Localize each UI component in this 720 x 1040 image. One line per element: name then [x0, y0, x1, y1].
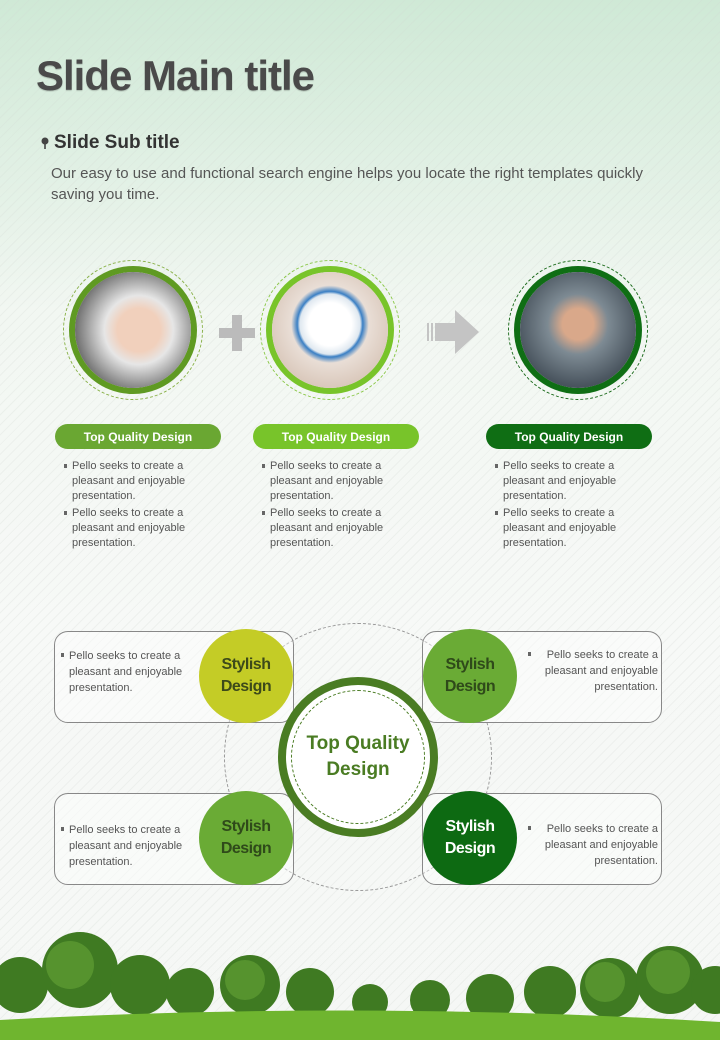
plus-icon — [219, 315, 255, 351]
slide-title: Slide Main title — [36, 52, 315, 99]
step-bullets-1: Pello seeks to create a pleasant and enj… — [64, 459, 204, 553]
item-text: Pello seeks to create a pleasant and enj… — [528, 647, 658, 695]
photo-circle-handshake — [508, 260, 648, 400]
tablet-photo — [272, 272, 388, 388]
photo-circle-tablet — [260, 260, 400, 400]
step-label-2: Top Quality Design — [253, 424, 419, 449]
trees-illustration — [0, 932, 720, 1040]
slide-body-text: Our easy to use and functional search en… — [51, 165, 644, 203]
stylish-design-circle-2: Stylish Design — [423, 629, 517, 723]
item-text-2: Pello seeks to create a pleasant and enj… — [528, 647, 658, 697]
bullet-item: Pello seeks to create a pleasant and enj… — [495, 506, 635, 551]
orbit-dashed-circle — [224, 623, 492, 891]
stylish-design-circle-1: Stylish Design — [199, 629, 293, 723]
arrow-right-icon — [427, 310, 479, 354]
bullet-item: Pello seeks to create a pleasant and enj… — [64, 459, 204, 504]
bullet-item: Pello seeks to create a pleasant and enj… — [262, 506, 402, 551]
photo-circle-applause — [63, 260, 203, 400]
stylish-design-circle-3: Stylish Design — [199, 791, 293, 885]
handshake-photo — [520, 272, 636, 388]
step-label-1: Top Quality Design — [55, 424, 221, 449]
item-text-4: Pello seeks to create a pleasant and enj… — [528, 821, 658, 871]
center-circle: Top Quality Design — [278, 677, 438, 837]
step-label-3: Top Quality Design — [486, 424, 652, 449]
item-text-3: Pello seeks to create a pleasant and enj… — [61, 822, 191, 872]
item-text: Pello seeks to create a pleasant and enj… — [528, 821, 658, 869]
item-text-1: Pello seeks to create a pleasant and enj… — [61, 648, 191, 698]
center-label: Top Quality Design — [291, 690, 425, 824]
item-text: Pello seeks to create a pleasant and enj… — [61, 648, 191, 696]
item-text: Pello seeks to create a pleasant and enj… — [61, 822, 191, 870]
slide-subtitle: Slide Sub title — [54, 132, 180, 153]
stylish-design-circle-4: Stylish Design — [423, 791, 517, 885]
bullet-item: Pello seeks to create a pleasant and enj… — [262, 459, 402, 504]
applause-photo — [75, 272, 191, 388]
bullet-item: Pello seeks to create a pleasant and enj… — [64, 506, 204, 551]
pin-icon — [41, 137, 49, 149]
step-bullets-3: Pello seeks to create a pleasant and enj… — [495, 459, 635, 553]
bullet-item: Pello seeks to create a pleasant and enj… — [495, 459, 635, 504]
step-bullets-2: Pello seeks to create a pleasant and enj… — [262, 459, 402, 553]
